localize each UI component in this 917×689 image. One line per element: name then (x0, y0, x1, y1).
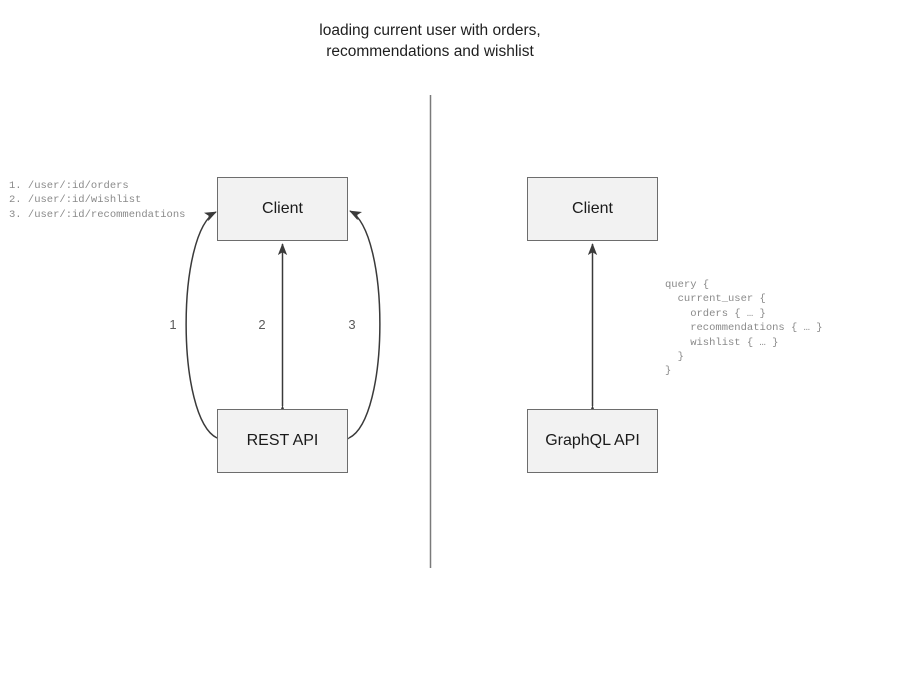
node-rest-api[interactable]: REST API (217, 409, 348, 473)
node-graphql-client[interactable]: Client (527, 177, 658, 241)
edge-label-2: 2 (258, 317, 266, 332)
rest-edge-3-path (336, 210, 381, 448)
page-title: loading current user with orders, recomm… (319, 22, 541, 60)
rest-endpoint-list: 1. /user/:id/orders 2. /user/:id/wishlis… (9, 180, 186, 221)
edge-label-3: 3 (348, 317, 356, 332)
rest-edge-1-path (185, 211, 230, 448)
edge-label-1: 1 (169, 317, 177, 332)
node-graphql-api[interactable]: GraphQL API (527, 409, 658, 473)
graphql-query-block: query { current_user { orders { … } reco… (665, 279, 823, 378)
node-rest-client[interactable]: Client (217, 177, 348, 241)
